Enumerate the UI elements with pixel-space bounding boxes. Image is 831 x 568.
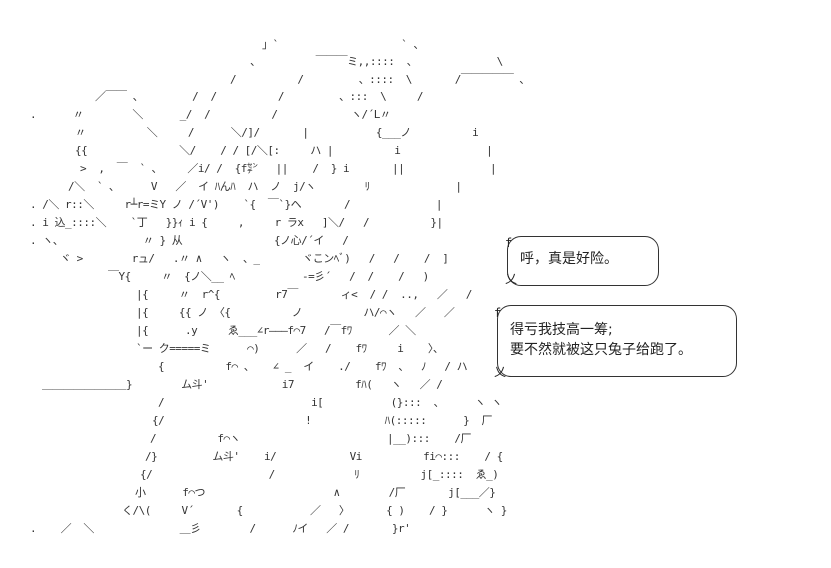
art-row: / f⌒ヽ |__)::: /厂 xyxy=(150,432,472,445)
bubble-text: 呼，真是好险。 xyxy=(520,251,618,267)
art-row: { f⌒ 、 ∠ _ イ ./ fﾜ 、 ﾉ / ハ xyxy=(158,360,468,373)
art-row: 」` ` 、 xyxy=(262,38,424,51)
art-row: 、 ￣￣￣ミ,,:::: 、 \ xyxy=(250,55,503,68)
art-row: |{ {{ ノ 〈{ ノ ハ/⌒ヽ ／ ／ xyxy=(136,306,455,319)
bubble-deco-f: f xyxy=(494,306,502,320)
bubble-text-line-2: 要不然就被这只兔子给跑了。 xyxy=(510,342,692,358)
art-row: |{ 〃 r^{ r7￣ ィ< / / .., ／ / xyxy=(136,288,472,301)
art-row: {{ ＼/ / / [/＼[: ハ | i | xyxy=(75,144,493,157)
bubble-border xyxy=(507,236,659,286)
art-row: . /＼ r::＼ r┴r=ミY ノ /´V') `{ ￣`}ヘ / | xyxy=(30,198,443,211)
art-row: . i 込_::::＼ `丁 }}ｨ i { , r ラx ]＼/ / }| xyxy=(30,216,443,229)
art-row: ￣Y{ 〃 {ノ＼__ ﾍ ‐=彡´ / / / ) xyxy=(108,270,429,283)
art-row: /} ム斗' i/ Vi fi⌒::: / { xyxy=(145,450,503,463)
art-row: `ー ク=====ミ ⌒) ／ / fﾜ i 〉、 xyxy=(136,342,444,355)
art-row: . ／ ＼ ＿彡 / ﾉイ ／ / }r' xyxy=(30,522,411,535)
bubble-deco-f: f xyxy=(505,236,513,250)
art-row: ヾ > rュ/ .〃 ∧ ヽ 、_ ヾこンﾍﾞ) / / / ] xyxy=(60,252,449,265)
art-row: / / 、:::: \ /￣￣￣￣￣ ､ xyxy=(230,73,525,86)
art-row: く/\( V´ { ／ 〉 { ) / } ヽ } xyxy=(122,504,507,517)
art-row: {/ ! ﾊ(::::: } 厂 xyxy=(152,414,493,427)
art-row: 小 f⌒つ ∧ /厂 j[___／} xyxy=(135,486,496,499)
bubble-deco-x: 乂 xyxy=(505,272,518,286)
art-row: > , ￣ ` ､ ／i/ / {f㌢ || / } i || | xyxy=(80,162,497,175)
art-row: ＿＿＿＿＿＿＿＿} ム斗' i7 fﾊ( ヽ ／ / xyxy=(42,378,443,391)
bubble-text-line-1: 得亏我技高一筹; xyxy=(510,322,613,338)
art-row: / i[ (}::: 、 ヽ ヽ xyxy=(158,396,502,409)
art-row: . ヽ、 〃 } 从 {ノ心/´イ / xyxy=(30,234,349,247)
bubble-deco-x: 乂 xyxy=(494,365,507,379)
art-row: ／￣￣ 、 / / / 、::: \ / xyxy=(95,90,424,103)
art-row: /＼ ` ､ V ／ イ ﾊんﾊ ハ ノ j/ヽ ﾘ | xyxy=(68,180,462,193)
art-row: . 〃 ＼ _/ / / ヽ/´L〃 xyxy=(30,108,391,121)
art-row: {/ / ﾘ j[_:::: ゑ_) xyxy=(140,468,499,481)
bubble-border xyxy=(497,305,737,377)
art-row: 〃 ＼ / ＼/]/ | {___ノ i xyxy=(75,126,479,139)
art-row: |{ .y ゑ___∠r―――f⌒7 /￣fﾜ ／ ＼ xyxy=(136,324,416,337)
